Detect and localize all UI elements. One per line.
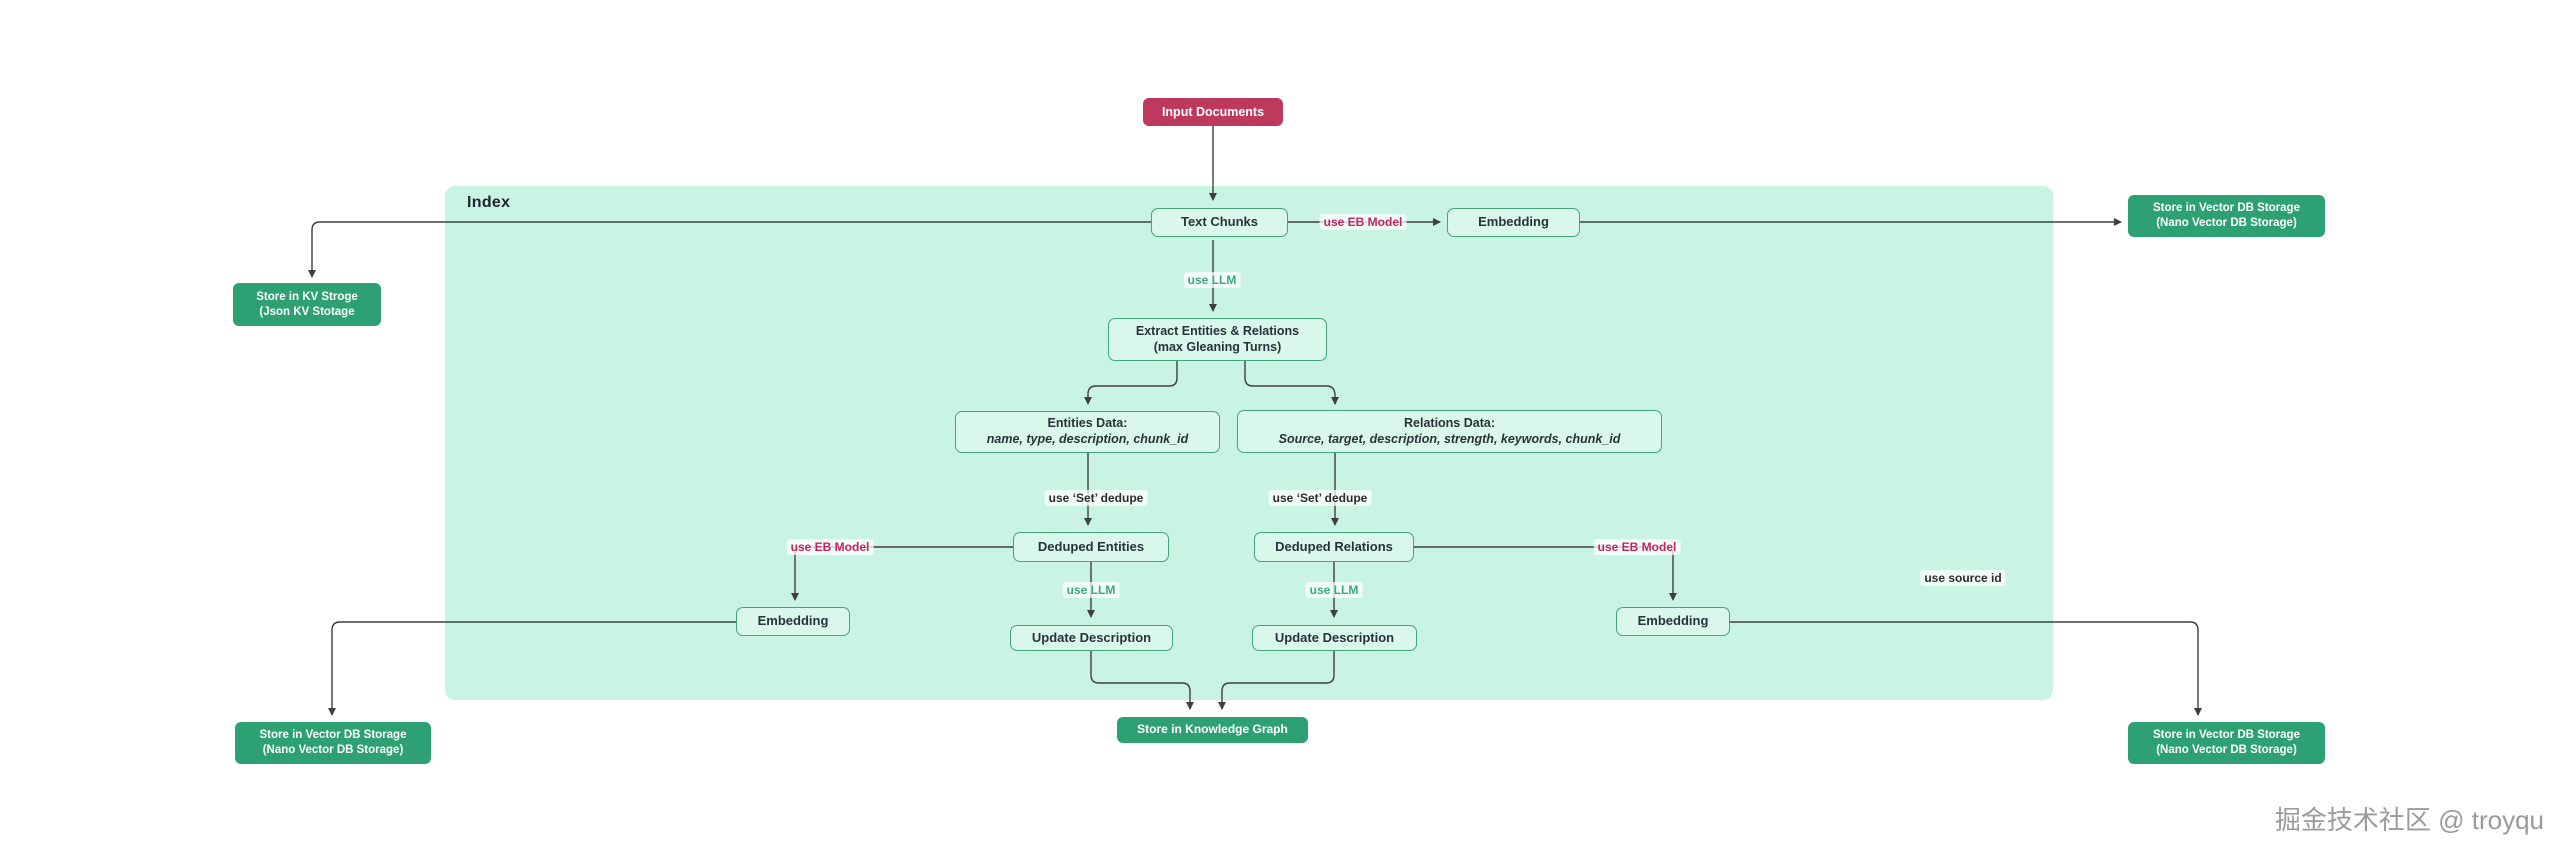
storage-kv-line1: Store in KV Stroge (256, 290, 358, 303)
edge-label-use-eb-model-left: use EB Model (786, 539, 874, 555)
edge-label-use-eb-model-top: use EB Model (1319, 214, 1407, 230)
node-relations-data: Relations Data: Source, target, descript… (1237, 410, 1662, 453)
watermark: 掘金技术社区 @ troyqu (2274, 805, 2544, 835)
node-deduped-relations: Deduped Relations (1254, 532, 1414, 562)
entities-data-title: Entities Data: (1047, 416, 1128, 431)
edge-label-use-llm-right: use LLM (1305, 582, 1363, 598)
storage-vector-tr-line1: Store in Vector DB Storage (2153, 202, 2300, 215)
entities-data-fields: name, type, description, chunk_id (986, 432, 1189, 446)
index-subgraph-label: Index (467, 194, 511, 211)
storage-vector-tr-line2: (Nano Vector DB Storage) (2156, 217, 2297, 229)
edge-label-use-llm-left: use LLM (1062, 582, 1120, 598)
relations-data-title: Relations Data: (1404, 415, 1495, 430)
node-extract-entities-relations: Extract Entities & Relations (max Gleani… (1108, 318, 1327, 361)
storage-kv: Store in KV Stroge (Json KV Stotage (233, 283, 381, 326)
node-entities-data: Entities Data: name, type, description, … (955, 411, 1220, 453)
edge-label-use-llm-top: use LLM (1183, 272, 1241, 288)
node-embedding-right: Embedding (1616, 607, 1730, 636)
storage-vector-db-bottom-left: Store in Vector DB Storage (Nano Vector … (235, 722, 431, 764)
node-embedding-left: Embedding (736, 607, 850, 636)
storage-vector-bl-line1: Store in Vector DB Storage (259, 729, 407, 742)
extract-line2: (max Gleaning Turns) (1153, 339, 1282, 354)
node-update-description-right: Update Description (1252, 625, 1417, 651)
storage-kv-line2: (Json KV Stotage (259, 305, 355, 318)
storage-vector-br-line1: Store in Vector DB Storage (2153, 729, 2300, 742)
node-deduped-entities: Deduped Entities (1013, 532, 1169, 562)
edge-label-use-source-id: use source id (1920, 570, 2006, 586)
edge-label-set-dedupe-left: use ‘Set’ dedupe (1044, 490, 1148, 506)
node-embedding-top: Embedding (1447, 208, 1580, 237)
storage-vector-bl-line2: (Nano Vector DB Storage) (262, 744, 404, 756)
storage-vector-db-top-right: Store in Vector DB Storage (Nano Vector … (2128, 195, 2325, 237)
edge-label-set-dedupe-right: use ‘Set’ dedupe (1268, 490, 1372, 506)
edge-label-use-eb-model-right: use EB Model (1593, 539, 1681, 555)
storage-knowledge-graph: Store in Knowledge Graph (1117, 717, 1308, 743)
storage-vector-br-line2: (Nano Vector DB Storage) (2156, 744, 2297, 756)
extract-line1: Extract Entities & Relations (1135, 323, 1300, 338)
node-update-description-left: Update Description (1010, 625, 1173, 651)
node-text-chunks: Text Chunks (1151, 208, 1288, 237)
relations-data-fields: Source, target, description, strength, k… (1278, 431, 1621, 446)
node-input-documents: Input Documents (1143, 98, 1283, 126)
storage-vector-db-bottom-right: Store in Vector DB Storage (Nano Vector … (2128, 722, 2325, 764)
